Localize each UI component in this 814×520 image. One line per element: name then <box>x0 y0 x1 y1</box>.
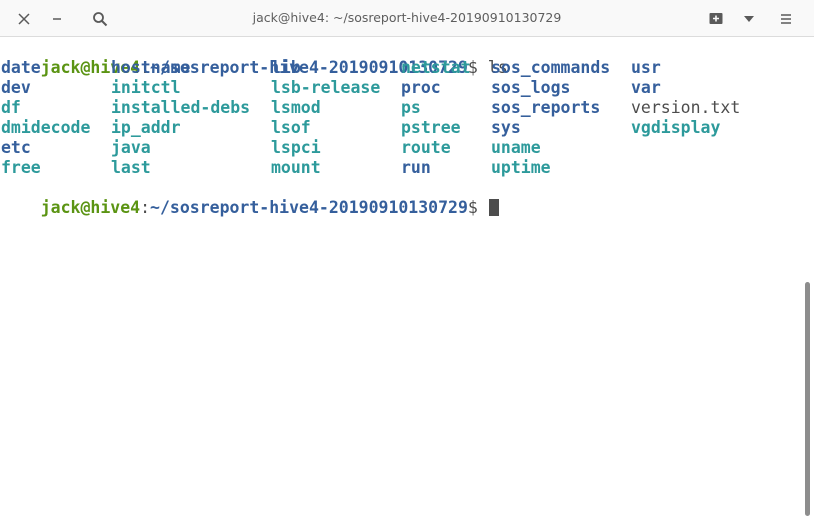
title-bar: jack@hive4: ~/sosreport-hive4-2019091013… <box>0 0 814 37</box>
chevron-down-icon <box>743 15 755 23</box>
ls-entry: last <box>111 158 151 177</box>
terminal-area[interactable]: jack@hive4:~/sosreport-hive4-20190910130… <box>0 38 804 520</box>
ls-entry: uptime <box>491 158 551 177</box>
ls-entry: ip_addr <box>111 118 181 137</box>
main-menu-button[interactable] <box>772 0 800 37</box>
ls-row: dmidecode ip_addr lsof pstree sys vgdisplay <box>1 118 801 138</box>
current-prompt-line: jack@hive4:~/sosreport-hive4-20190910130… <box>1 178 801 217</box>
ls-entry: usr <box>631 58 661 77</box>
ls-row: etc java lspci route uname <box>1 138 801 158</box>
ls-entry: java <box>111 138 151 157</box>
minimize-button[interactable] <box>43 0 71 37</box>
ls-entry: lsb-release <box>271 78 381 97</box>
ls-entry: sys <box>491 118 521 137</box>
prompt-path: ~/sosreport-hive4-20190910130729 <box>150 58 468 77</box>
prompt-path: ~/sosreport-hive4-20190910130729 <box>150 198 468 217</box>
new-tab-icon <box>708 11 724 27</box>
ls-entry: uname <box>491 138 541 157</box>
ls-row: date hostname lib netstat sos_commands usr <box>1 58 801 78</box>
ls-entry: ps <box>401 98 421 117</box>
ls-entry: lspci <box>271 138 321 157</box>
tab-menu-button[interactable] <box>735 0 763 37</box>
ls-entry: installed-debs <box>111 98 251 117</box>
prompt-line: jack@hive4:~/sosreport-hive4-20190910130… <box>1 38 801 77</box>
prompt-colon: : <box>140 198 151 217</box>
command-text: ls <box>487 58 508 77</box>
ls-entry: sos_reports <box>491 98 601 117</box>
text-cursor <box>488 199 499 216</box>
close-icon <box>18 12 30 25</box>
ls-entry: lib <box>271 58 301 77</box>
ls-entry: netstat <box>401 58 471 77</box>
new-tab-button[interactable] <box>702 0 730 37</box>
ls-entry: vgdisplay <box>631 118 721 137</box>
ls-entry: var <box>631 78 661 97</box>
ls-entry: pstree <box>401 118 461 137</box>
minimize-icon <box>51 13 63 25</box>
ls-entry: proc <box>401 78 441 97</box>
window-title: jack@hive4: ~/sosreport-hive4-2019091013… <box>252 10 562 25</box>
search-button[interactable] <box>86 0 114 37</box>
prompt-user: jack@hive4 <box>40 198 141 217</box>
hamburger-menu-icon <box>780 13 792 25</box>
ls-entry: version.txt <box>631 98 741 117</box>
scrollbar-thumb[interactable] <box>805 282 810 516</box>
prompt-colon: : <box>140 58 151 77</box>
ls-row: df installed-debs lsmod ps sos_reports versio… <box>1 98 801 118</box>
ls-entry: dev <box>1 78 31 97</box>
ls-entry: date <box>1 58 41 77</box>
ls-entry: sos_commands <box>491 58 611 77</box>
ls-entry: run <box>401 158 431 177</box>
close-button[interactable] <box>10 0 38 37</box>
ls-entry: lsof <box>271 118 311 137</box>
ls-entry: df <box>1 98 21 117</box>
ls-row: free last mount run uptime <box>1 158 801 178</box>
ls-entry: lsmod <box>271 98 321 117</box>
ls-entry: route <box>401 138 451 157</box>
ls-entry: etc <box>1 138 31 157</box>
ls-entry: sos_logs <box>491 78 571 97</box>
ls-row: dev initctl lsb-release proc sos_logs var <box>1 78 801 98</box>
ls-entry: free <box>1 158 41 177</box>
ls-entry: mount <box>271 158 321 177</box>
ls-entry: initctl <box>111 78 181 97</box>
prompt-symbol: $ <box>467 58 488 77</box>
ls-entry: dmidecode <box>1 118 91 137</box>
prompt-user: jack@hive4 <box>40 58 141 77</box>
ls-entry: hostname <box>111 58 191 77</box>
search-icon <box>92 11 108 27</box>
prompt-symbol: $ <box>467 198 488 217</box>
